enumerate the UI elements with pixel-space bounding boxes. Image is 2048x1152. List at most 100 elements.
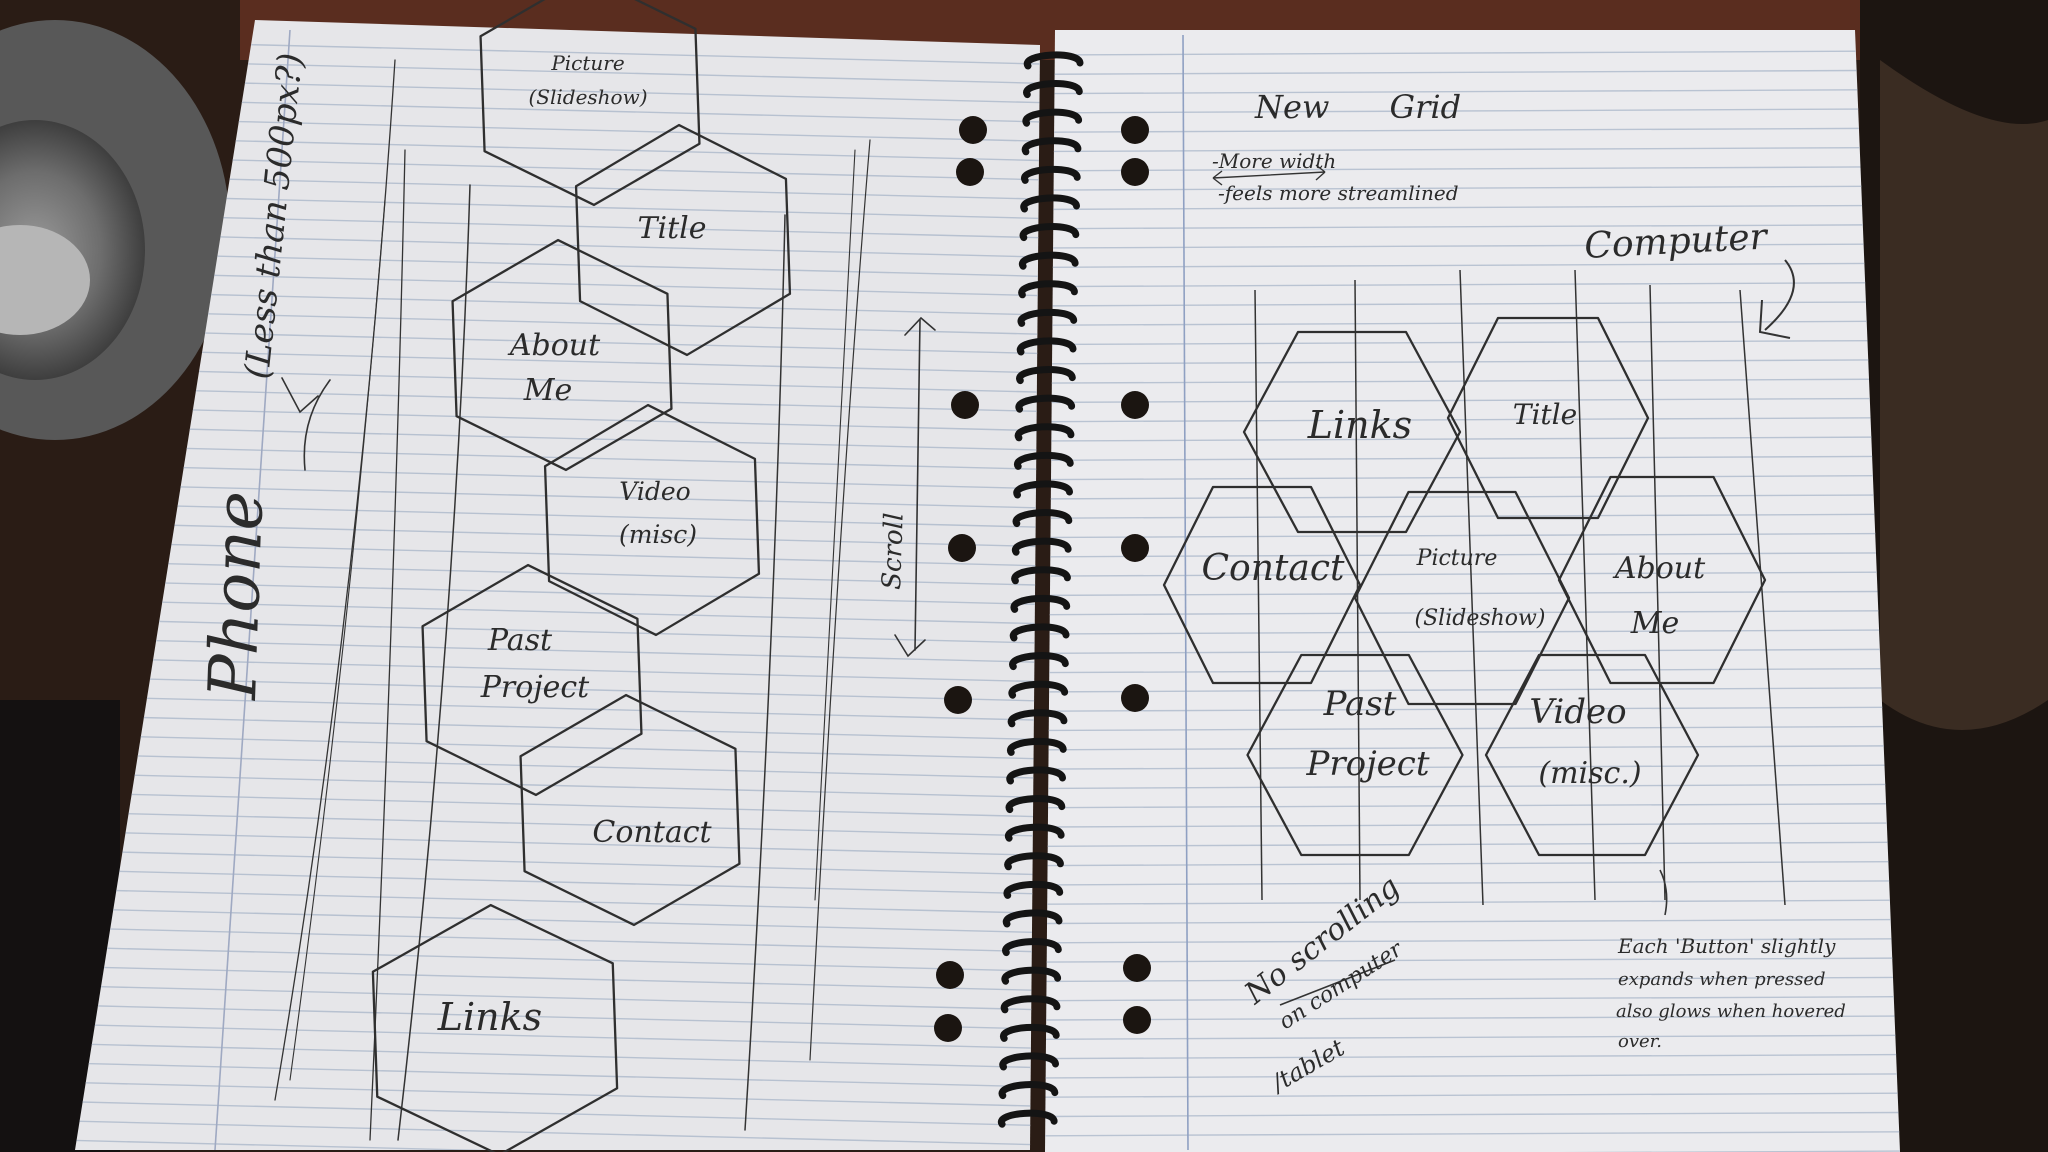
ruled-line [75,348,1040,374]
ruled-line [75,1004,1040,1030]
ruled-line [75,463,1040,490]
ruled-line [75,309,1040,335]
ruled-line [1045,243,1900,249]
ruled-line [75,714,1040,741]
ruled-line [1045,667,1900,674]
ruled-line [75,618,1040,644]
spiral-loop [1007,737,1067,756]
ruled-line [75,965,1040,992]
chair-back [1880,60,2048,730]
ruled-line [75,560,1040,586]
ruled-line [75,270,1040,297]
spiral-loop [1014,423,1075,442]
spiral-loop [1023,51,1084,70]
hex-picture [479,0,701,207]
spiral-loop [1005,795,1066,814]
ruled-line [1045,552,1900,558]
hex-video [1484,653,1700,857]
hex-label-title: Title [637,211,706,246]
ruled-line [75,695,1040,721]
grid-note-streamlined: -feels more streamlined [1218,181,1459,205]
spiral-loop [1003,880,1064,899]
right-page [1045,30,1900,1152]
spiral-loop [1001,966,1062,985]
hex-label-title-r: Title [1513,398,1577,431]
hex-past-project [1246,653,1464,857]
ruled-line [75,367,1040,393]
scroll-label: Scroll [877,512,910,590]
ruled-line [1045,764,1900,770]
computer-label: Computer [1583,216,1769,267]
right-margin-line [1182,34,1189,1151]
ruled-line [1045,474,1900,481]
hex-sub-past-r: Project [1306,744,1430,784]
ruled-line [1045,88,1900,95]
ruled-line [1045,224,1900,230]
ruled-line [1045,571,1900,577]
ruled-line [75,1042,1040,1069]
ruled-line [75,386,1040,413]
spiral-binding [998,51,1084,1128]
ruled-line [1045,397,1900,404]
hex-sub-video-r: (misc.) [1538,756,1641,791]
button-note-3: also glows when hovered [1616,1001,1846,1022]
ruled-line [1045,436,1900,442]
ruled-line [75,676,1040,702]
ruled-line [75,483,1040,509]
ruled-line [75,579,1040,606]
ruled-line [75,1120,1040,1146]
spiral-loop [1022,108,1083,127]
spiral-loop [1014,451,1074,470]
ruled-line [75,927,1040,953]
spiral-loop [1005,823,1065,842]
spiral-loop [1023,80,1083,99]
right-hexagon-grid [1162,316,1767,857]
spiral-loop [1009,652,1069,671]
spiral-loop [1008,680,1069,699]
ruled-line [1045,687,1900,693]
hex-about-me [1557,475,1767,685]
spiral-loop [1006,766,1066,785]
spiral-loop [1017,308,1078,327]
ruled-line [75,406,1040,432]
ruled-line [1045,359,1900,365]
hex-label-video-r: Video [1529,692,1626,732]
hex-label-about: About [507,328,601,363]
ruled-line [75,869,1040,895]
spiral-loop [1002,909,1063,928]
spiral-loop [1016,366,1076,385]
hex-sub-about: Me [523,373,572,408]
hex-label-past: Past [487,623,553,658]
button-note-4: over. [1618,1031,1662,1052]
hex-label-links: Links [437,995,542,1039]
ruled-line [75,849,1040,876]
new-grid-heading: New Grid [1254,88,1461,126]
right-sketch [1212,164,1795,1006]
hex-label-about-r: About [1612,551,1706,586]
ruled-line [75,772,1040,799]
spiral-loop [998,1081,1059,1100]
ruled-line [75,637,1040,663]
spiral-loop [1019,251,1079,270]
spiral-loop [1004,852,1064,871]
ruled-line [75,656,1040,683]
spiral-loop [1012,509,1073,528]
spiral-loop [1000,1023,1060,1042]
hex-label-contact-r: Contact [1202,548,1345,589]
hex-links [371,903,619,1152]
ruled-line [1045,69,1900,75]
hex-sub-picture: (Slideshow) [528,85,647,109]
hex-label-links-r: Links [1307,403,1412,447]
ruled-line [75,541,1040,567]
ruled-line [75,907,1040,934]
spiral-loop [1010,594,1071,613]
spiral-loop [1019,223,1080,242]
hex-label-video: Video [619,477,690,506]
ruled-line [75,1081,1040,1107]
spiral-loop [1018,280,1078,299]
spiral-loop [1016,337,1077,356]
hex-video [543,403,761,637]
ruled-line [1045,590,1900,597]
ruled-line [1045,166,1900,172]
